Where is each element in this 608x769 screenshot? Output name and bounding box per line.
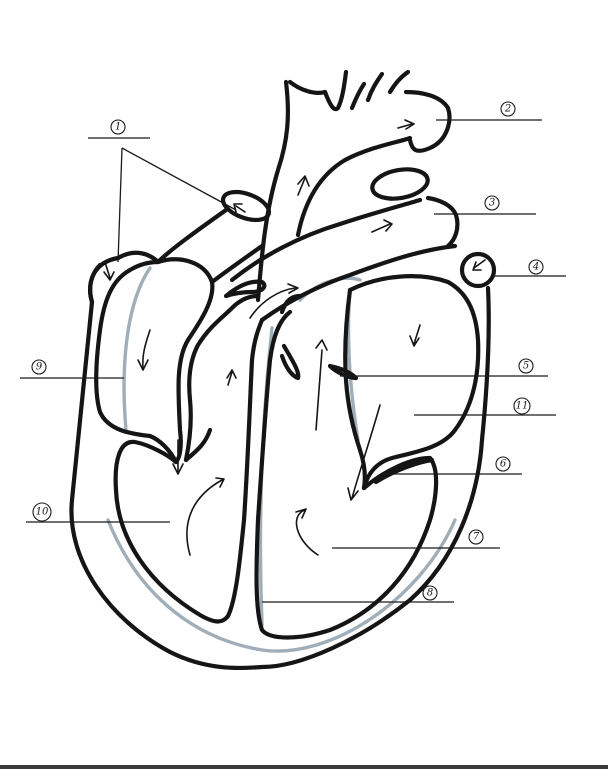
pulmonary-artery [232,165,457,320]
label-8: 8 [262,586,454,602]
label-5-number: 5 [523,361,529,372]
page-bottom-edge [0,765,608,769]
label-2: 2 [436,102,542,120]
superior-vena-cava [158,187,273,282]
label-5: 5 [340,359,548,376]
label-2-number: 2 [504,104,511,115]
aorta [258,72,449,300]
valves [226,282,356,378]
label-8-number: 8 [427,588,433,599]
label-1-number: 1 [115,122,121,133]
label-10: 10 [26,503,170,522]
label-10-number: 10 [36,507,49,518]
label-6-number: 6 [500,459,507,470]
label-1: 1 [88,120,236,262]
label-3-number: 3 [489,198,495,209]
label-9-number: 9 [36,362,43,373]
inferior-vena-cava [90,265,100,302]
label-4-number: 4 [532,262,539,273]
label-7-number: 7 [473,532,480,543]
label-7: 7 [332,530,500,548]
label-4: 4 [494,260,566,276]
label-11-number: 11 [516,401,529,412]
label-9: 9 [20,360,124,378]
